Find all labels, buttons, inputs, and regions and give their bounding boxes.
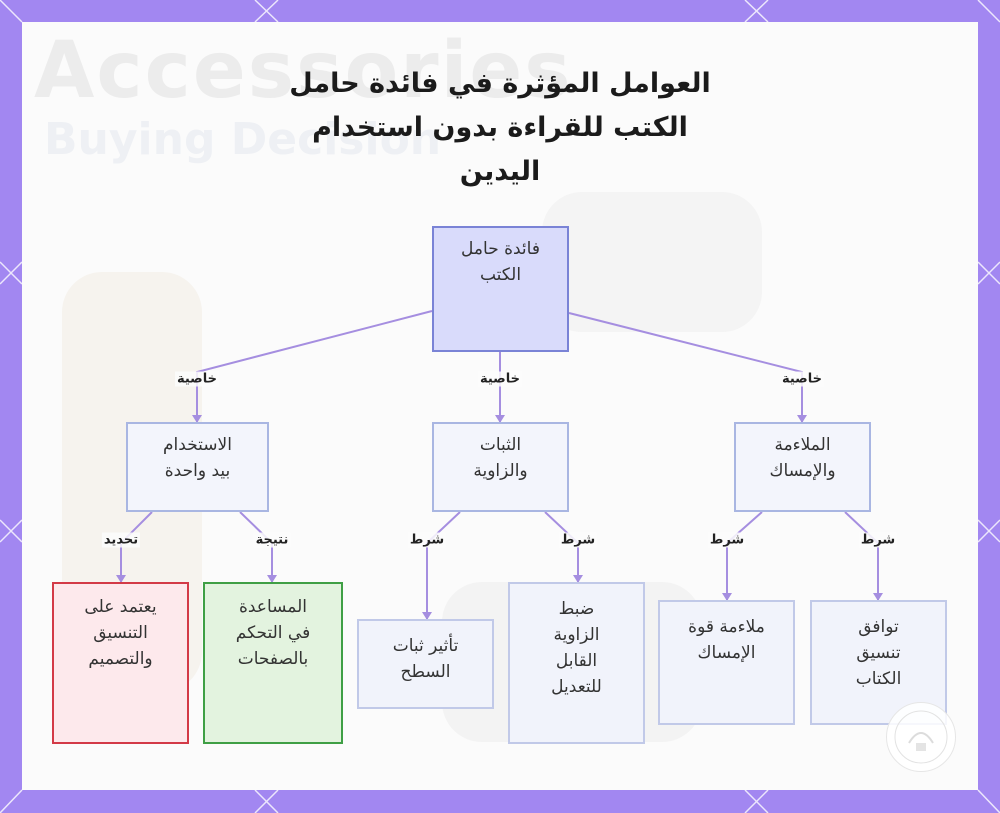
edge-root-one-hand [196, 310, 433, 422]
watermark-logo [886, 702, 956, 772]
edge-arrowhead [116, 575, 126, 583]
edge-label-condition-2: شرط [558, 532, 598, 548]
node-fit-grip-label: الملاءمة والإمساك [769, 435, 836, 481]
node-fit-grip: الملاءمة والإمساك [734, 422, 871, 512]
edge-label-result: نتيجة [253, 532, 291, 548]
node-stability-angle-label: الثبات والزاوية [473, 435, 528, 481]
node-surface-stability: تأثير ثبات السطح [357, 619, 494, 709]
edge-label-property-mid: خاصية [477, 371, 523, 387]
node-depends-design: يعتمد على التنسيق والتصميم [52, 582, 189, 744]
watermark-icon [894, 710, 948, 764]
edge-stability-surface [426, 511, 461, 619]
node-depends-design-label: يعتمد على التنسيق والتصميم [84, 597, 157, 669]
node-stability-angle: الثبات والزاوية [432, 422, 569, 512]
node-grip-strength: ملاءمة قوة الإمساك [658, 600, 795, 725]
node-book-format-label: توافق تنسيق الكتاب [855, 617, 902, 689]
node-book-format: توافق تنسيق الكتاب [810, 600, 947, 725]
edge-arrowhead [573, 575, 583, 583]
background-ghost-text: Accessories [34, 26, 573, 116]
title-line-2: الكتب للقراءة بدون استخدام [312, 112, 688, 143]
node-one-hand-use: الاستخدام بيد واحدة [126, 422, 269, 512]
node-root: فائدة حامل الكتب [432, 226, 569, 352]
title-line-1: العوامل المؤثرة في فائدة حامل [289, 68, 711, 99]
edge-label-property-right: خاصية [779, 371, 825, 387]
diagram-title: العوامل المؤثرة في فائدة حامل الكتب للقر… [22, 62, 978, 194]
edge-label-condition-4: شرط [858, 532, 898, 548]
edge-label-condition-1: شرط [407, 532, 447, 548]
edge-arrowhead [422, 612, 432, 620]
edge-arrowhead [873, 593, 883, 601]
edge-arrowhead [192, 415, 202, 423]
edge-arrowhead [267, 575, 277, 583]
node-grip-strength-label: ملاءمة قوة الإمساك [688, 617, 765, 663]
edge-label-define: تحديد [101, 532, 141, 548]
node-page-control: المساعدة في التحكم بالصفحات [203, 582, 343, 744]
node-adjustable-angle: ضبط الزاوية القابل للتعديل [508, 582, 645, 744]
edge-arrowhead [797, 415, 807, 423]
node-adjustable-angle-label: ضبط الزاوية القابل للتعديل [551, 599, 602, 697]
node-page-control-label: المساعدة في التحكم بالصفحات [235, 597, 311, 669]
background-ghost-subtext: Buying Decision [44, 114, 442, 165]
edge-fit-grip [726, 511, 763, 600]
edge-label-condition-3: شرط [707, 532, 747, 548]
background-blur-shape [542, 192, 762, 332]
edge-arrowhead [495, 415, 505, 423]
node-root-label: فائدة حامل الكتب [461, 239, 540, 285]
edge-fit-book [844, 511, 879, 600]
edge-root-fit [568, 312, 803, 422]
edge-arrowhead [722, 593, 732, 601]
edge-label-property-left: خاصية [174, 371, 220, 387]
node-surface-stability-label: تأثير ثبات السطح [392, 636, 459, 682]
node-one-hand-use-label: الاستخدام بيد واحدة [163, 435, 232, 481]
title-line-3: اليدين [459, 156, 541, 187]
